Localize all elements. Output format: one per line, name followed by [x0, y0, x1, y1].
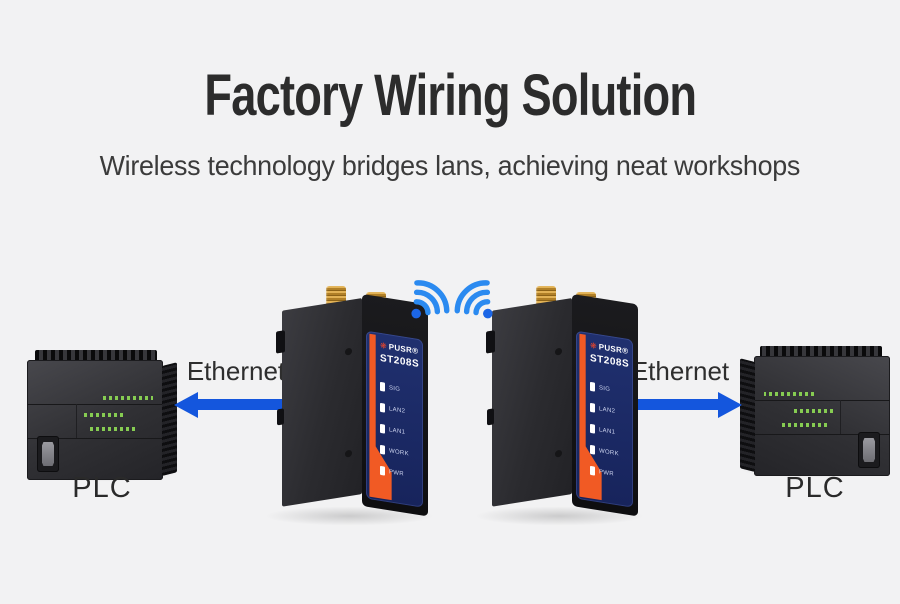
led-light-icon: [590, 465, 595, 476]
led-light-icon: [590, 444, 595, 455]
plc-device-right: [740, 346, 890, 476]
led-indicator-list: SIG LAN2 LAN1 WORK PWR: [590, 376, 631, 487]
led-label: LAN2: [599, 405, 616, 415]
din-clip: [486, 330, 495, 354]
screw-icon: [345, 449, 352, 458]
plc-front-face: [754, 356, 890, 476]
screw-icon: [555, 449, 562, 458]
pusr-logo-icon: ❋: [380, 340, 387, 351]
plc-led-strip: [792, 408, 833, 413]
ethernet-label-left: Ethernet: [186, 356, 286, 386]
led-label: SIG: [599, 384, 611, 393]
led-light-icon: [380, 465, 385, 476]
wireless-router-left: ❋ PUSR® ST208S SIG LAN2 LAN1 WORK PWR: [256, 282, 436, 527]
plc-led-strip: [781, 423, 828, 428]
plc-led-strip: [84, 412, 125, 417]
page-title: Factory Wiring Solution: [0, 62, 900, 129]
led-light-icon: [590, 381, 595, 392]
ethernet-arrow-right-icon: [618, 392, 742, 418]
router-label-panel: ❋ PUSR® ST208S SIG LAN2 LAN1 WORK PWR: [576, 330, 633, 508]
ethernet-link-left: Ethernet: [174, 356, 298, 418]
led-label: LAN1: [389, 426, 406, 436]
led-light-icon: [380, 381, 385, 392]
router-side-face: [276, 298, 362, 507]
arrow-head: [174, 392, 198, 418]
led-label: WORK: [599, 447, 619, 457]
db9-connector-icon: [863, 438, 875, 462]
arrow-shaft: [618, 399, 720, 410]
db9-serial-port: [858, 432, 880, 468]
plc-top-vents: [35, 350, 157, 363]
ethernet-label-right: Ethernet: [630, 356, 730, 386]
ethernet-link-right: Ethernet: [618, 356, 742, 418]
din-clip: [487, 408, 494, 426]
plc-divider: [27, 404, 163, 406]
led-label: SIG: [389, 384, 401, 393]
wireless-router-right: ❋ PUSR® ST208S SIG LAN2 LAN1 WORK PWR: [466, 282, 646, 527]
led-light-icon: [590, 423, 595, 434]
brand-name: PUSR®: [388, 342, 419, 356]
plc-label-right: PLC: [785, 472, 845, 504]
led-indicator-list: SIG LAN2 LAN1 WORK PWR: [380, 376, 421, 487]
plc-front-face: [27, 360, 163, 480]
db9-serial-port: [37, 436, 59, 472]
plc-led-strip: [763, 392, 814, 396]
plc-label-left: PLC: [72, 472, 132, 504]
arrow-shaft: [196, 399, 298, 410]
plc-side-vents: [740, 358, 755, 472]
wifi-signal-icon: [411, 280, 450, 319]
plc-led-strip: [103, 396, 154, 400]
led-label: PWR: [389, 468, 404, 478]
din-clip: [276, 330, 285, 354]
screw-icon: [345, 347, 352, 356]
plc-device-left: [27, 350, 177, 480]
arrow-head: [718, 392, 742, 418]
ethernet-arrow-left-icon: [174, 392, 298, 418]
led-light-icon: [380, 423, 385, 434]
router-side-face: [486, 298, 572, 507]
led-label: WORK: [389, 447, 409, 457]
plc-divider: [840, 400, 842, 434]
din-clip: [277, 408, 284, 426]
screw-icon: [555, 347, 562, 356]
led-label: LAN2: [389, 405, 406, 415]
plc-divider: [27, 438, 163, 439]
led-label: LAN1: [599, 426, 616, 436]
plc-divider: [754, 400, 890, 402]
page-subtitle: Wireless technology bridges lans, achiev…: [0, 150, 900, 182]
page-title-text: Factory Wiring Solution: [204, 63, 697, 128]
router-label-panel: ❋ PUSR® ST208S SIG LAN2 LAN1 WORK PWR: [366, 330, 423, 508]
plc-divider: [75, 404, 77, 438]
led-light-icon: [380, 402, 385, 413]
brand-name: PUSR®: [598, 342, 629, 356]
led-light-icon: [590, 402, 595, 413]
db9-connector-icon: [42, 442, 54, 466]
led-light-icon: [380, 444, 385, 455]
page-subtitle-text: Wireless technology bridges lans, achiev…: [99, 150, 801, 181]
led-label: PWR: [599, 468, 614, 478]
plc-led-strip: [89, 427, 136, 432]
router-front-face: ❋ PUSR® ST208S SIG LAN2 LAN1 WORK PWR: [572, 294, 638, 517]
pusr-logo-icon: ❋: [590, 340, 597, 351]
panel-content: ❋ PUSR® ST208S SIG LAN2 LAN1 WORK PWR: [590, 340, 631, 487]
panel-content: ❋ PUSR® ST208S SIG LAN2 LAN1 WORK PWR: [380, 340, 421, 487]
wifi-signal-icon: [454, 280, 493, 319]
